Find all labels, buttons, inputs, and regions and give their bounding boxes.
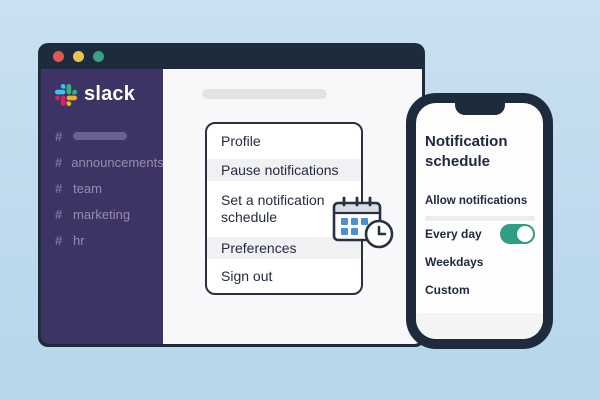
menu-item-pause-notifications[interactable]: Pause notifications <box>207 159 361 181</box>
option-label: Every day <box>425 226 482 241</box>
channel-label: hr <box>73 232 85 248</box>
zoom-window-button[interactable] <box>93 50 104 62</box>
hash-icon: # <box>55 128 63 144</box>
page-title: Notification schedule <box>425 133 508 171</box>
window-body: slack # # announcements # team # marketi… <box>41 69 422 344</box>
slack-sidebar: slack # # announcements # team # marketi… <box>41 69 164 344</box>
notification-schedule-panel: Notification schedule Allow notification… <box>416 132 543 303</box>
divider <box>425 215 535 221</box>
option-label: Weekdays <box>425 254 484 269</box>
hash-icon: # <box>55 206 63 222</box>
menu-item-sign-out[interactable]: Sign out <box>221 267 273 284</box>
sidebar-channel-announcements[interactable]: # announcements <box>55 149 164 175</box>
channel-label: announcements <box>71 154 164 170</box>
every-day-toggle[interactable] <box>500 223 535 244</box>
sidebar-channel-team[interactable]: # team <box>55 175 163 201</box>
main-content-pane: Profile Pause notifications Set a notifi… <box>163 69 422 344</box>
channel-name-placeholder <box>73 132 127 140</box>
screen-footer-area <box>416 313 543 339</box>
slack-app-window: slack # # announcements # team # marketi… <box>38 43 425 347</box>
content-placeholder-bar <box>202 89 327 99</box>
slack-logo: slack <box>55 83 163 106</box>
menu-item-preferences[interactable]: Preferences <box>207 237 361 259</box>
option-custom[interactable]: Custom <box>425 277 535 303</box>
sidebar-channel-hr[interactable]: # hr <box>55 227 163 253</box>
phone-screen: Notification schedule Allow notification… <box>416 103 543 339</box>
menu-item-set-notification-schedule[interactable]: Set a notification schedule <box>221 192 325 225</box>
calendar-clock-icon <box>331 195 395 251</box>
slack-wordmark: slack <box>84 83 136 105</box>
sidebar-channel-placeholder[interactable]: # <box>55 123 163 149</box>
phone-mockup: Notification schedule Allow notification… <box>406 93 553 349</box>
channel-label: marketing <box>73 206 131 222</box>
slack-logo-icon <box>55 83 77 106</box>
close-window-button[interactable] <box>53 50 64 62</box>
hash-icon: # <box>55 180 63 196</box>
option-label: Custom <box>425 282 470 297</box>
option-weekdays[interactable]: Weekdays <box>425 249 535 275</box>
menu-item-profile[interactable]: Profile <box>221 133 261 149</box>
hash-icon: # <box>55 154 63 170</box>
window-titlebar <box>38 43 425 69</box>
phone-notch <box>454 103 505 115</box>
option-every-day[interactable]: Every day <box>425 221 535 247</box>
hash-icon: # <box>55 232 63 248</box>
allow-notifications-label: Allow notifications <box>425 194 528 207</box>
minimize-window-button[interactable] <box>73 50 84 62</box>
sidebar-channel-marketing[interactable]: # marketing <box>55 201 163 227</box>
channel-label: team <box>73 180 102 196</box>
toggle-knob <box>517 225 533 242</box>
